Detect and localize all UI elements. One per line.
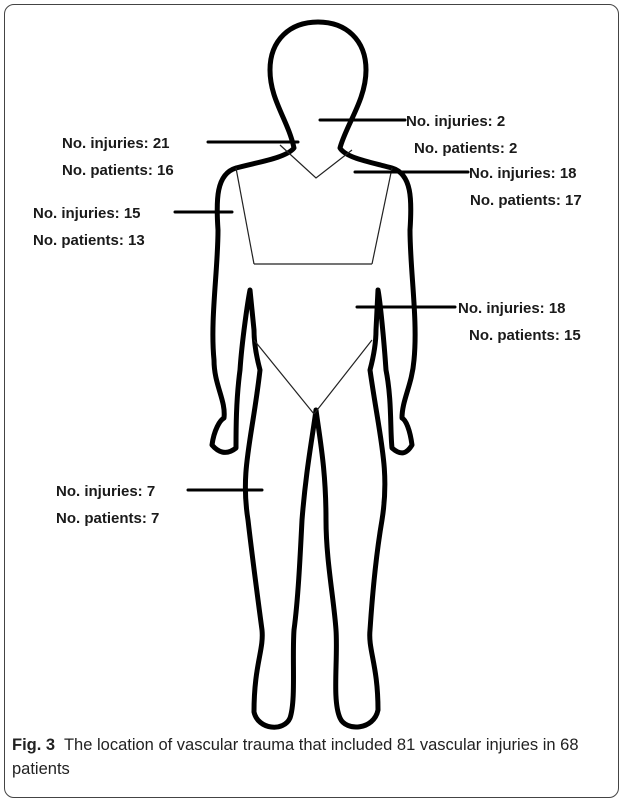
label-neck-injuries: No. injuries: 2 (406, 113, 505, 130)
label-arm-injuries: No. injuries: 15 (33, 205, 141, 222)
label-shoulder-patients: No. patients: 16 (62, 162, 174, 179)
label-chest-patients: No. patients: 17 (470, 192, 582, 209)
caption-text: The location of vascular trauma that inc… (12, 736, 579, 778)
label-shoulder-injuries: No. injuries: 21 (62, 135, 170, 152)
label-leg-injuries: No. injuries: 7 (56, 483, 155, 500)
label-leg-patients: No. patients: 7 (56, 510, 159, 527)
label-abdomen-patients: No. patients: 15 (469, 327, 581, 344)
figure-number: Fig. 3 (12, 736, 55, 754)
body-outline (212, 22, 415, 727)
label-arm-patients: No. patients: 13 (33, 232, 145, 249)
label-neck-patients: No. patients: 2 (414, 140, 517, 157)
body-diagram: No. injuries: 2 No. patients: 2 No. inju… (0, 0, 625, 730)
figure-caption: Fig. 3 The location of vascular trauma t… (12, 733, 612, 781)
label-chest-injuries: No. injuries: 18 (469, 165, 577, 182)
label-abdomen-injuries: No. injuries: 18 (458, 300, 566, 317)
